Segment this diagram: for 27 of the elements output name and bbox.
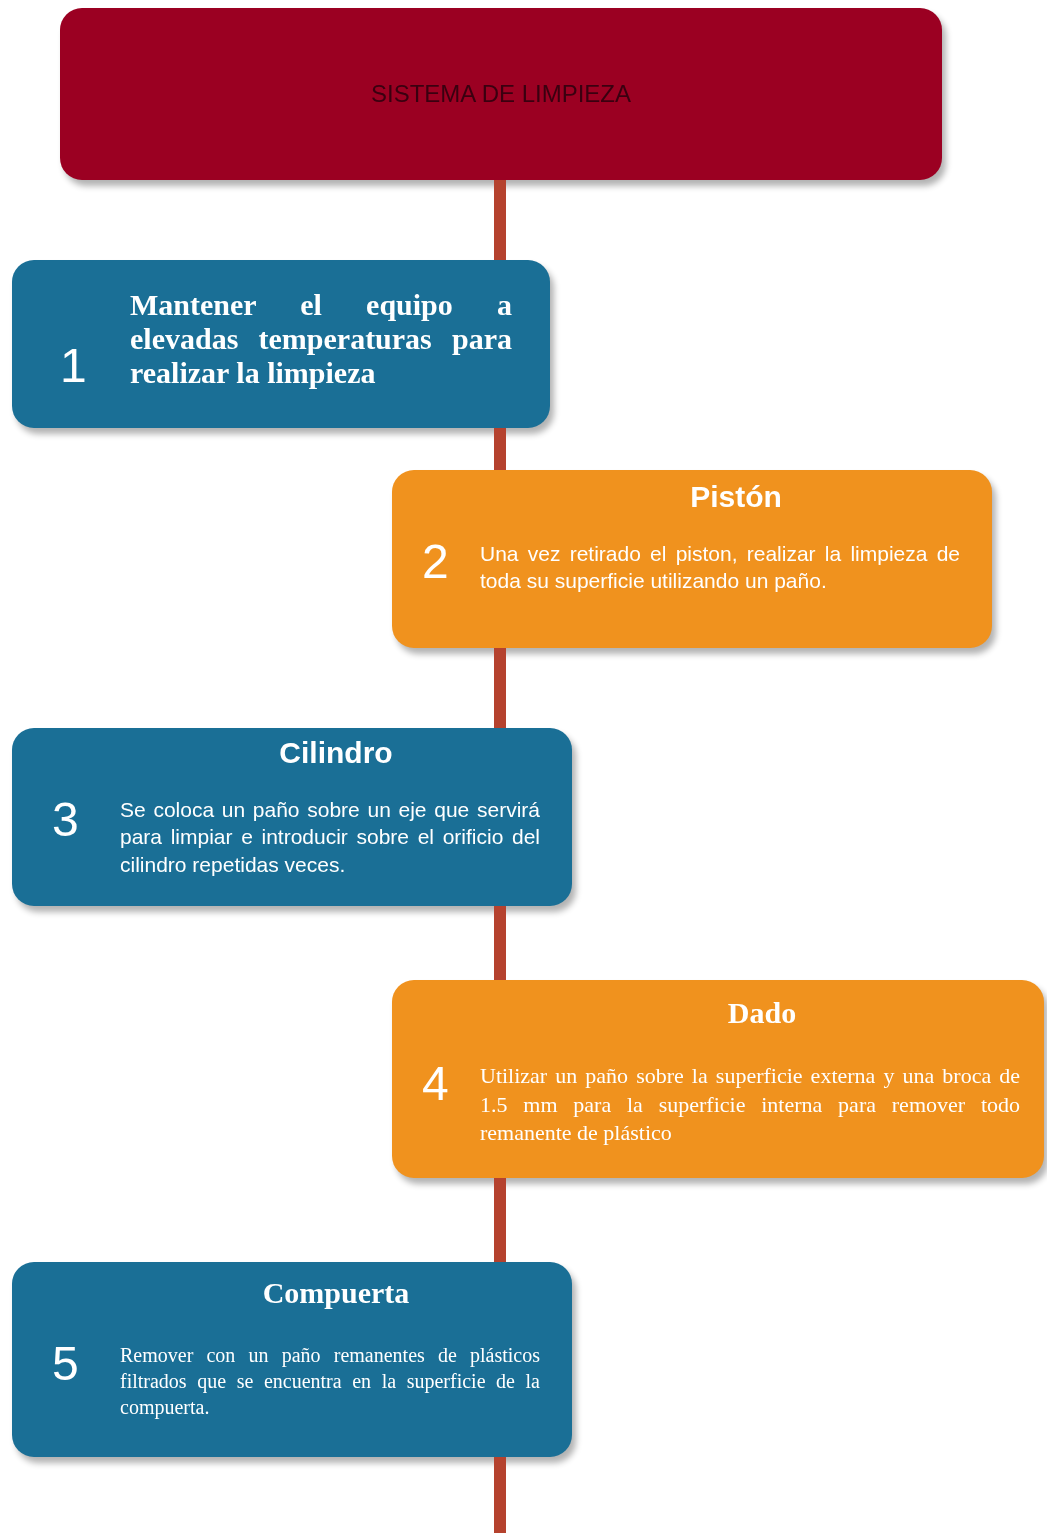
step-description: Mantener el equipo a elevadas temperaturas para realizar la limpieza: [130, 288, 512, 390]
connector-line: [494, 648, 506, 728]
connector-line: [494, 1178, 506, 1262]
step-heading: Pistón: [689, 480, 783, 514]
step-number: 3: [52, 796, 79, 844]
step-card: [392, 980, 1044, 1178]
step-number: 5: [52, 1340, 79, 1388]
step-description: Se coloca un paño sobre un eje que servirá para limpiar e introducir sobre el orificio del cilindro repetidas veces.: [120, 797, 540, 878]
connector-line: [494, 906, 506, 980]
step-number: 4: [422, 1060, 449, 1108]
step-number: 1: [60, 342, 87, 390]
connector-line: [494, 428, 506, 470]
title-text: SISTEMA DE LIMPIEZA: [369, 80, 633, 108]
step-description: Una vez retirado el piston, realizar la limpieza de toda su superficie utilizando un paño.: [480, 541, 960, 595]
step-card: [12, 260, 550, 428]
step-description: Remover con un paño remanentes de plásticos filtrados que se encuentra en la superficie de la compuerta.: [120, 1343, 540, 1420]
step-description: Utilizar un paño sobre la superficie externa y una broca de 1.5 mm para la superficie interna para remover todo remanente de plástico: [480, 1062, 1020, 1148]
connector-line: [494, 1457, 506, 1533]
step-heading: Cilindro: [278, 736, 394, 770]
step-card: [12, 728, 572, 906]
step-card: [392, 470, 992, 648]
step-card: [12, 1262, 572, 1457]
title-banner: [60, 8, 942, 180]
step-heading: Compuerta: [261, 1276, 411, 1310]
step-number: 2: [422, 538, 449, 586]
connector-line: [494, 180, 506, 260]
step-heading: Dado: [726, 996, 798, 1030]
